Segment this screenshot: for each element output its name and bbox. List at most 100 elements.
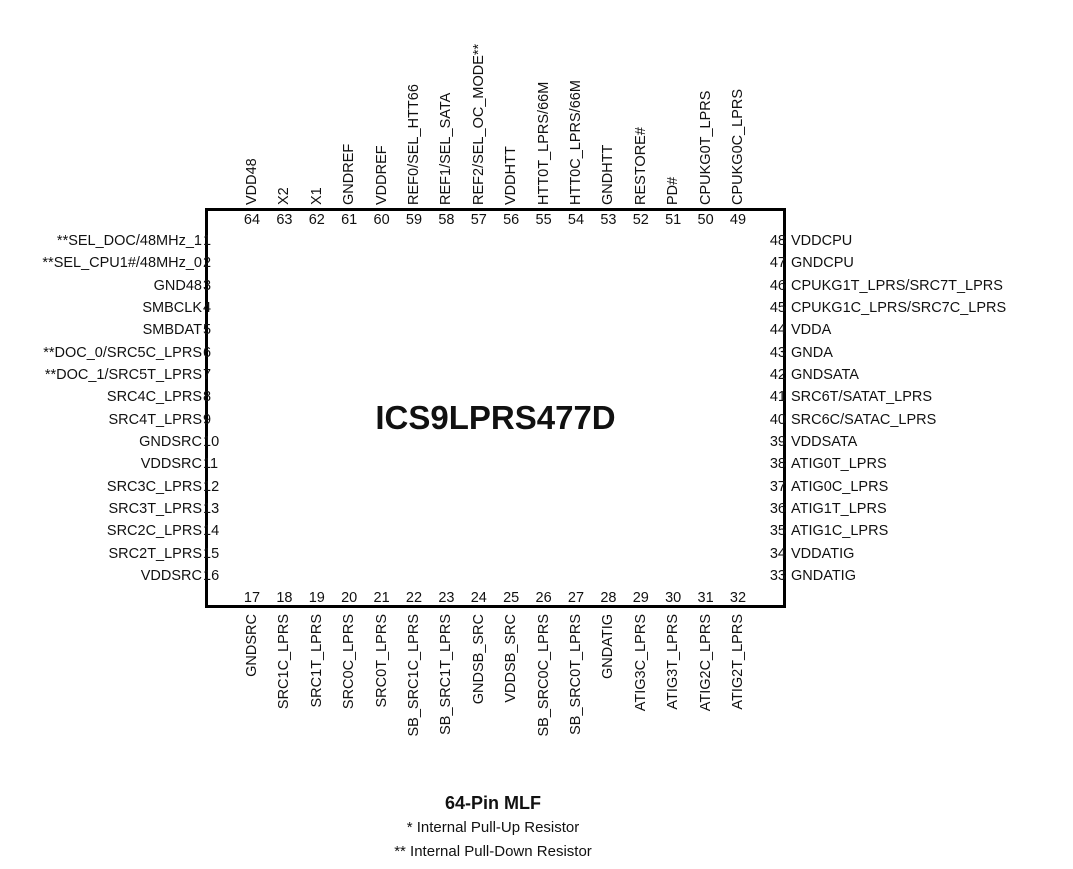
bottom-pin-label: ATIG3C_LPRS <box>632 614 649 712</box>
bottom-pin-number: 32 <box>729 590 747 606</box>
right-pin-number: 47 <box>769 255 786 272</box>
left-pin-label: GNDSRC <box>139 433 202 450</box>
bottom-pin-number: 17 <box>243 590 261 606</box>
left-pin-label: **DOC_0/SRC5C_LPRS <box>43 344 202 361</box>
left-pin-number: 8 <box>203 389 212 406</box>
bottom-pin-number: 28 <box>600 590 617 606</box>
right-pin-number: 44 <box>769 322 786 339</box>
right-pin-label: VDDA <box>791 322 832 339</box>
top-pin-label: REF1/SEL_SATA <box>438 92 455 205</box>
left-pin-label: SRC4T_LPRS <box>108 411 202 428</box>
left-pin-number: 3 <box>203 277 212 294</box>
top-pin-number: 52 <box>632 212 649 228</box>
bottom-pin-number: 30 <box>665 590 682 606</box>
left-pin-label: **SEL_CPU1#/48MHz_0 <box>42 255 202 272</box>
right-pin-number: 37 <box>769 478 786 495</box>
top-pin-label: HTT0C_LPRS/66M <box>568 80 584 205</box>
pull-down-note: ** Internal Pull-Down Resistor <box>394 843 592 860</box>
right-pin-number: 46 <box>769 277 786 294</box>
right-pin-number: 36 <box>769 500 786 517</box>
bottom-pin-number: 20 <box>341 590 358 606</box>
right-pin-number: 33 <box>769 567 786 584</box>
bottom-pin-label: ATIG2C_LPRS <box>697 614 714 712</box>
right-pin-label: CPUKG1C_LPRS/SRC7C_LPRS <box>791 299 1007 316</box>
bottom-pin-number: 21 <box>373 590 390 606</box>
left-pin-label: GND48 <box>153 277 202 294</box>
bottom-pin-number: 19 <box>308 590 325 606</box>
right-pin-label: SRC6T/SATAT_LPRS <box>791 389 933 406</box>
right-pin-label: CPUKG1T_LPRS/SRC7T_LPRS <box>791 277 1003 294</box>
left-pin-number: 10 <box>203 433 220 450</box>
left-pin-label: VDDSRC <box>140 456 202 473</box>
bottom-pin-label: VDDSB_SRC <box>503 614 520 703</box>
top-pin-label: VDDREF <box>373 145 390 205</box>
top-pin-number: 61 <box>341 212 358 228</box>
top-pin-number: 56 <box>503 212 520 228</box>
top-pin-label: RESTORE# <box>632 127 649 205</box>
top-pin-number: 62 <box>308 212 325 228</box>
top-pin-number: 64 <box>243 212 261 228</box>
right-pin-number: 48 <box>769 233 786 249</box>
right-pin-label: GNDATIG <box>791 567 856 584</box>
top-pin-number: 51 <box>665 212 682 228</box>
right-pin-label: ATIG1C_LPRS <box>791 523 889 540</box>
bottom-pin-number: 27 <box>567 590 585 606</box>
left-pin-number: 16 <box>203 567 220 584</box>
chip-body <box>205 208 786 608</box>
left-pin-number: 4 <box>203 299 212 316</box>
bottom-pin-label: GNDSRC <box>244 614 260 677</box>
top-pin-number: 55 <box>535 212 552 228</box>
bottom-pin-label: GNDATIG <box>600 614 617 679</box>
top-pin-number: 54 <box>567 212 585 228</box>
left-pin-label: SRC3T_LPRS <box>108 500 202 517</box>
package-name: 64-Pin MLF <box>444 793 541 813</box>
right-pin-number: 38 <box>769 456 786 473</box>
right-pin-label: VDDATIG <box>791 545 855 562</box>
left-pin-label: SRC3C_LPRS <box>106 478 202 495</box>
top-pin-number: 53 <box>600 212 617 228</box>
pull-up-note: * Internal Pull-Up Resistor <box>406 819 580 836</box>
left-pin-number: 5 <box>203 322 212 339</box>
left-pin-number: 15 <box>203 545 220 562</box>
left-pin-number: 14 <box>203 523 220 540</box>
top-pin-label: X2 <box>276 187 293 205</box>
bottom-pin-number: 25 <box>503 590 520 606</box>
bottom-pin-number: 29 <box>632 590 649 606</box>
left-pin-label: **SEL_DOC/48MHz_1 <box>56 233 202 249</box>
top-pin-label: X1 <box>308 187 325 205</box>
bottom-pin-label: SB_SRC0C_LPRS <box>535 614 552 737</box>
left-pin-label: SMBCLK <box>142 299 202 316</box>
right-pin-label: GNDCPU <box>791 255 854 272</box>
left-pin-number: 12 <box>203 478 220 495</box>
right-pin-number: 35 <box>769 523 786 540</box>
bottom-pin-number: 23 <box>438 590 455 606</box>
right-pin-label: GNDA <box>791 344 833 361</box>
bottom-pin-number: 26 <box>535 590 552 606</box>
bottom-pin-label: ATIG2T_LPRS <box>730 614 746 710</box>
left-pin-number: 2 <box>203 255 212 272</box>
right-pin-number: 42 <box>769 366 786 383</box>
top-pin-number: 60 <box>373 212 390 228</box>
left-pin-label: VDDSRC <box>140 567 202 584</box>
top-pin-label: HTT0T_LPRS/66M <box>535 81 552 205</box>
top-pin-number: 63 <box>276 212 293 228</box>
right-pin-number: 34 <box>769 545 786 562</box>
left-pin-number: 6 <box>203 344 212 361</box>
bottom-pin-label: GNDSB_SRC <box>470 614 487 705</box>
right-pin-number: 43 <box>769 344 786 361</box>
top-pin-label: REF2/SEL_OC_MODE** <box>470 43 487 205</box>
top-pin-label: GNDREF <box>341 143 358 205</box>
top-pin-label: CPUKG0T_LPRS <box>697 90 714 205</box>
right-pin-number: 41 <box>769 389 786 406</box>
bottom-pin-label: SB_SRC0T_LPRS <box>568 614 584 735</box>
left-pin-number: 7 <box>203 366 212 383</box>
bottom-pin-label: SRC0T_LPRS <box>373 614 390 708</box>
right-pin-label: GNDSATA <box>791 366 859 383</box>
right-pin-number: 40 <box>769 411 786 428</box>
bottom-pin-number: 31 <box>697 590 714 606</box>
bottom-pin-number: 18 <box>276 590 293 606</box>
top-pin-number: 50 <box>697 212 714 228</box>
top-pin-label: VDDHTT <box>503 146 520 205</box>
right-pin-number: 39 <box>769 433 786 450</box>
top-pin-label: PD# <box>665 176 682 205</box>
